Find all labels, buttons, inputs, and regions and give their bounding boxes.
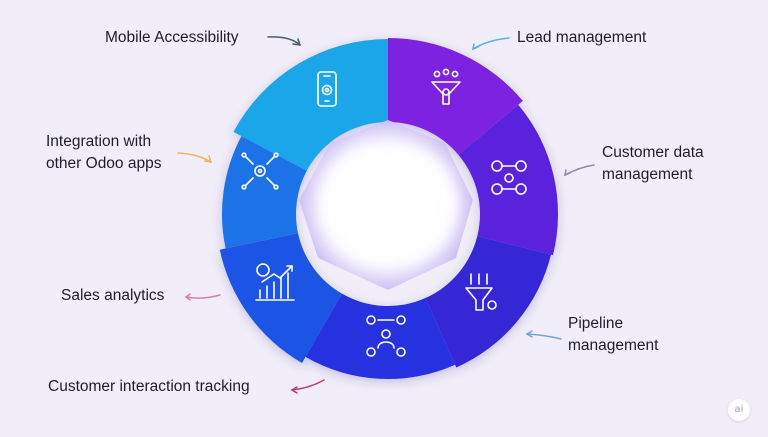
arrow-integration xyxy=(177,152,213,163)
arrow-customer-data xyxy=(563,164,595,177)
segment-customer-data xyxy=(458,104,558,256)
label-customer-data-management: Customer data management xyxy=(602,144,704,183)
ai-badge: ai xyxy=(728,399,750,421)
smartphone-gear-icon xyxy=(317,71,337,107)
label-pipeline-management: Pipeline management xyxy=(568,315,659,354)
segment-interaction xyxy=(305,293,456,379)
arrow-interaction xyxy=(290,379,325,394)
customer-network-icon xyxy=(491,160,527,195)
arrow-sales xyxy=(184,293,221,301)
lead-funnel-icon xyxy=(431,68,461,105)
segment-pipeline xyxy=(425,236,552,368)
arrow-pipeline xyxy=(525,330,562,340)
arrow-lead xyxy=(471,37,510,51)
label-mobile-accessibility: Mobile Accessibility xyxy=(105,29,239,46)
segment-mobile xyxy=(233,39,388,171)
label-sales-analytics: Sales analytics xyxy=(61,287,165,304)
funnel-gear-icon xyxy=(465,273,497,311)
label-customer-interaction-tracking: Customer interaction tracking xyxy=(48,378,250,395)
sales-chart-icon xyxy=(255,263,295,301)
segment-integration xyxy=(222,136,307,249)
label-integration: Integration with other Odoo apps xyxy=(46,133,162,172)
arrow-mobile xyxy=(267,36,302,46)
segment-lead xyxy=(388,38,523,155)
label-lead-management: Lead management xyxy=(517,29,647,46)
integration-hub-icon xyxy=(241,152,279,190)
interaction-checklist-icon xyxy=(366,315,406,357)
